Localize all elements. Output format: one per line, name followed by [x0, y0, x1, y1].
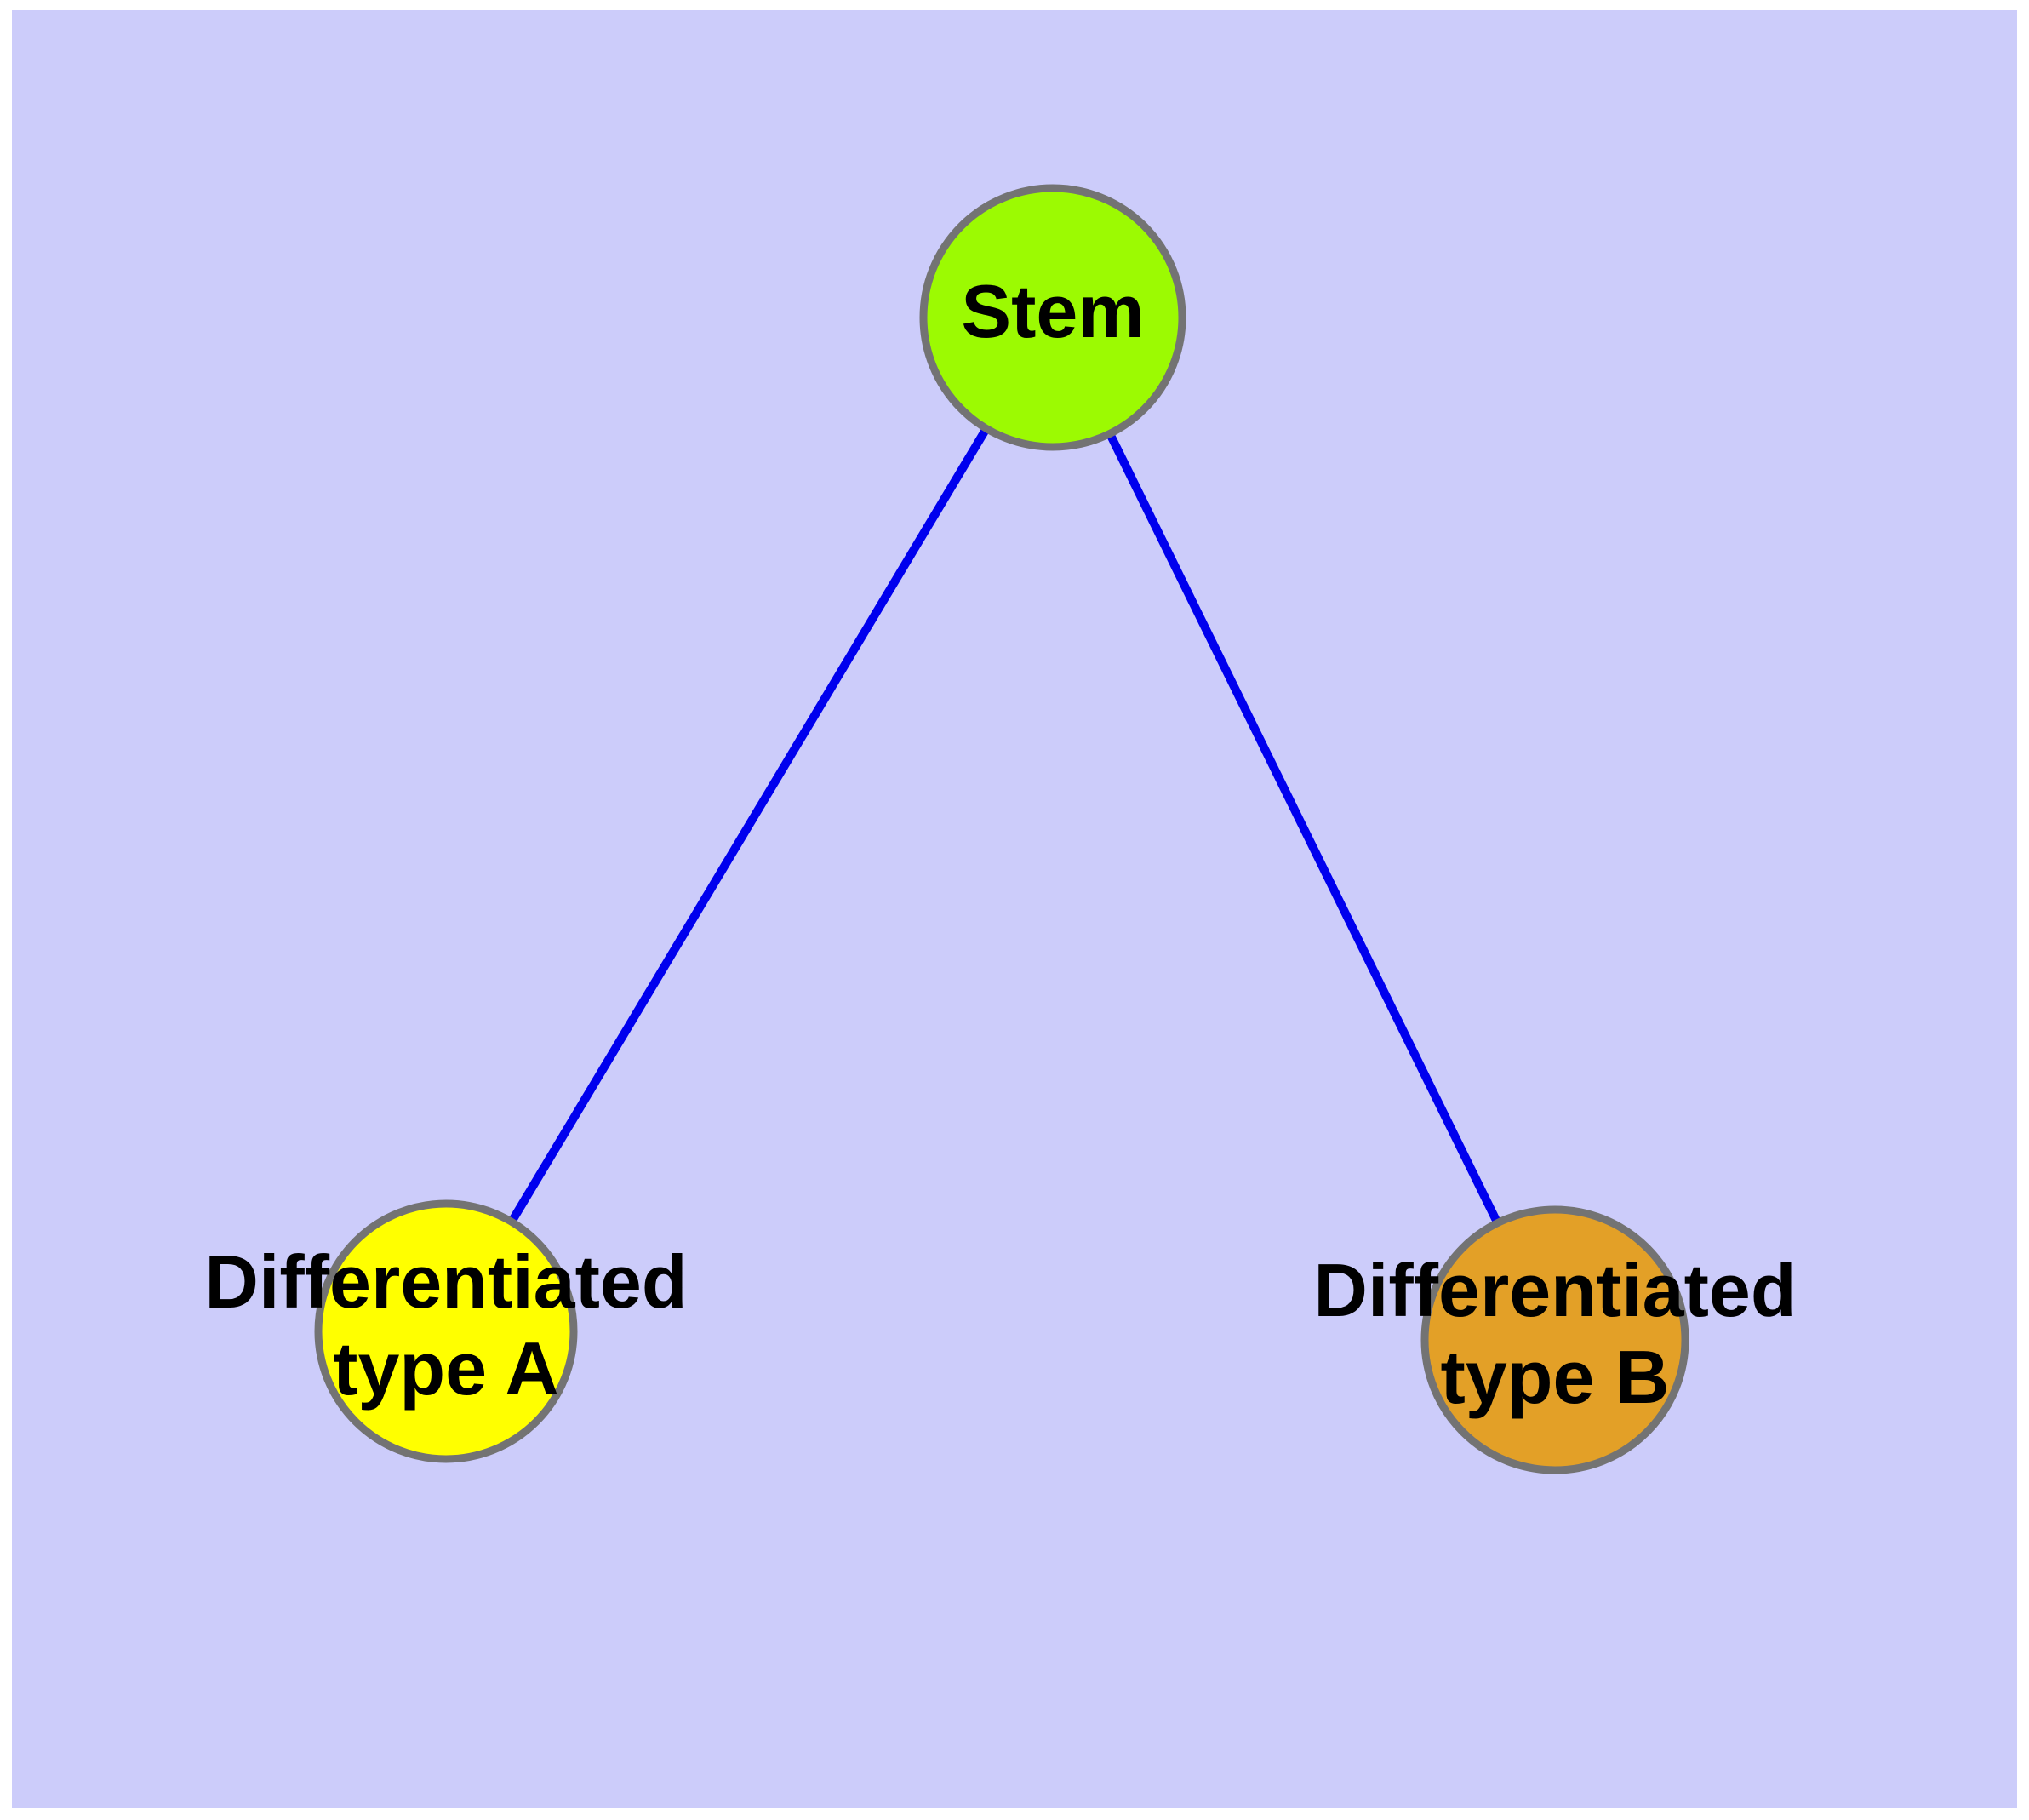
node-label-line: Differentiated	[1313, 1248, 1796, 1332]
node-label-line: type A	[333, 1326, 559, 1411]
graph-node-stem[interactable]: Stem	[919, 184, 1186, 451]
edge-layer	[442, 315, 1559, 1342]
node-circle[interactable]	[919, 184, 1186, 451]
node-label: Stem	[961, 269, 1144, 353]
graph-edge[interactable]	[442, 315, 1057, 1334]
node-label-line: Differentiated	[204, 1239, 687, 1324]
node-label-line: type B	[1441, 1335, 1670, 1419]
node-circle[interactable]	[314, 1199, 578, 1463]
graph-edge[interactable]	[1049, 315, 1559, 1342]
node-circle[interactable]	[1420, 1205, 1689, 1474]
node-label-line: Stem	[961, 269, 1144, 353]
